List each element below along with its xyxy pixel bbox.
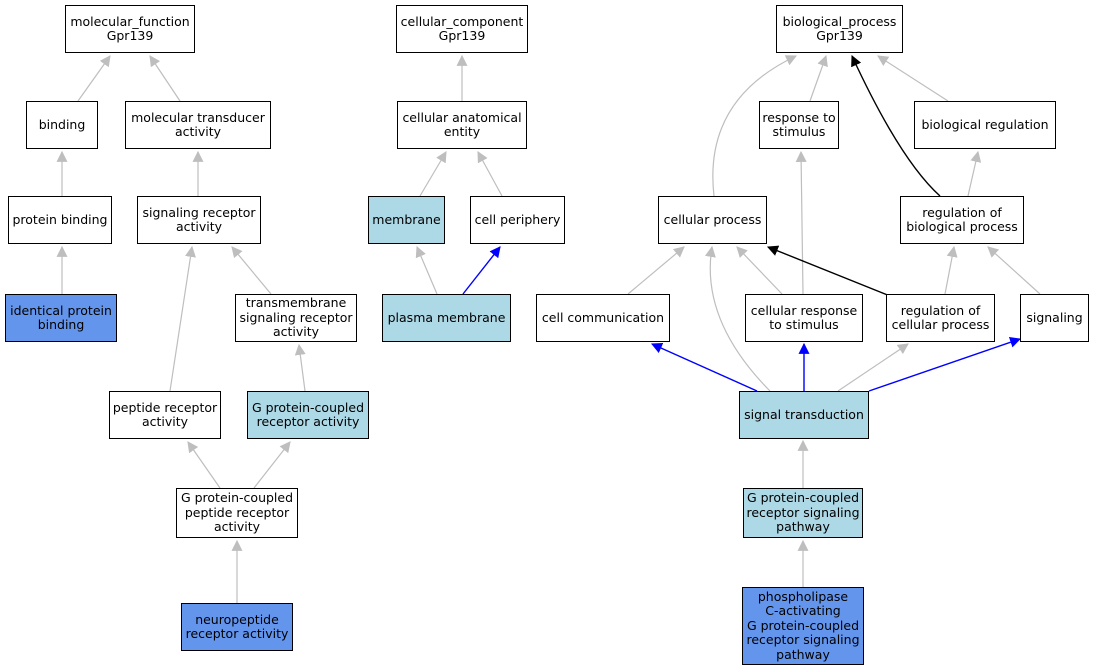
node-label: cellular process [663,211,762,227]
node-label: signaling [1026,309,1083,325]
node-cellular-response-to-stimulus: cellular response to stimulus [745,294,863,342]
edge-cell_periphery-to-cae [477,151,503,197]
node-signaling: signaling [1020,294,1089,342]
node-cellular-process: cellular process [658,196,767,244]
node-label: molecular_function Gpr139 [70,13,190,43]
edge-sig_trans-to-reg_cell_proc [837,343,909,392]
edge-signaling-to-reg_bio_proc [987,246,1041,295]
node-gpcr-signaling-pathway: G protein-coupled receptor signaling pat… [743,488,863,538]
edge-reg_bio_proc-to-bp [851,55,941,197]
node-label: signaling receptor activity [142,204,256,234]
node-identical-protein-binding: identical protein binding [5,294,117,342]
node-gpcr-peptide-receptor-activity: G protein-coupled peptide receptor activ… [176,488,298,538]
node-label: cell periphery [474,211,561,227]
node-regulation-of-biological-process: regulation of biological process [900,196,1024,244]
edge-sig_trans-to-cell_proc [704,245,771,392]
node-peptide-receptor-activity: peptide receptor activity [109,391,221,439]
node-label: signal transduction [744,406,864,422]
node-label: cellular_component Gpr139 [400,13,524,43]
node-membrane: membrane [368,196,445,244]
edge-cell_comm-to-cell_proc [627,246,685,295]
edge-gpcr_activity-to-tm_srec [294,343,306,392]
node-cellular-component: cellular_component Gpr139 [396,5,528,53]
edge-plasma_membrane-to-membrane [415,245,438,295]
node-label: phospholipase C-activating G protein-cou… [746,588,860,662]
edge-mt_activity-to-mf [149,55,181,102]
node-neuropeptide-receptor-activity: neuropeptide receptor activity [181,603,293,651]
node-label: G protein-coupled receptor activity [251,399,365,429]
node-label: regulation of biological process [906,204,1018,234]
node-binding: binding [26,101,98,149]
node-label: peptide receptor activity [112,399,218,429]
node-label: response to stimulus [762,109,836,139]
node-label: cellular anatomical entity [402,109,522,139]
edge-reg_bio_proc-to-bio_reg [967,150,982,197]
node-biological-process: biological_process Gpr139 [776,5,903,53]
node-protein-binding: protein binding [8,196,112,244]
node-label: cellular response to stimulus [750,302,858,332]
node-regulation-of-cellular-process: regulation of cellular process [886,294,995,342]
node-label: cell communication [541,309,665,325]
node-response-to-stimulus: response to stimulus [759,101,839,149]
node-label: G protein-coupled receptor signaling pat… [746,490,860,535]
node-label: protein binding [12,211,108,227]
edge-gpcr_peptide-to-gpcr_activity [253,441,291,489]
node-label: binding [38,116,86,132]
node-gpcr-activity: G protein-coupled receptor activity [247,391,369,439]
node-label: biological regulation [921,116,1049,132]
node-label: biological_process Gpr139 [782,13,897,43]
node-cell-communication: cell communication [536,294,670,342]
edge-cell_resp_stim-to-resp_stim [795,150,807,295]
node-label: neuropeptide receptor activity [185,611,289,641]
node-label: transmembrane signaling receptor activit… [239,295,353,340]
edge-plasma_membrane-to-cell_periphery [462,246,501,295]
node-label: identical protein binding [10,302,112,332]
node-signaling-receptor-activity: signaling receptor activity [137,196,261,244]
edge-reg_cell_proc-to-reg_bio_proc [944,245,958,295]
node-biological-regulation: biological regulation [914,101,1056,149]
node-label: molecular transducer activity [131,109,265,139]
edge-cell_proc-to-bp [712,55,797,197]
edge-tm_srec-to-srec_activity [231,246,272,295]
edge-binding-to-mf [77,55,111,102]
edge-gpcr_peptide-to-peptide_rec [187,441,221,489]
edge-reg_cell_proc-to-cell_proc [766,245,891,297]
node-label: regulation of cellular process [891,302,990,332]
node-signal-transduction: signal transduction [739,391,869,439]
node-molecular-transducer-activity: molecular transducer activity [125,101,271,149]
edge-bio_reg-to-bp [877,55,949,102]
edge-sig_trans-to-cell_comm [650,343,758,392]
edge-resp_stim-to-bp [809,54,828,102]
edge-peptide_rec-to-srec_activity [169,245,196,392]
edge-sig_trans-to-signaling [868,337,1022,392]
node-plasma-membrane: plasma membrane [382,294,511,342]
node-cell-periphery: cell periphery [470,196,565,244]
edge-cell_resp_stim-to-cell_proc [736,246,783,295]
node-transmembrane-signaling-receptor-activity: transmembrane signaling receptor activit… [235,294,357,342]
node-label: membrane [372,211,441,227]
node-molecular-function: molecular_function Gpr139 [65,5,195,53]
node-cellular-anatomical-entity: cellular anatomical entity [397,101,527,149]
node-label: plasma membrane [387,309,506,325]
node-label: G protein-coupled peptide receptor activ… [180,490,294,535]
edge-membrane-to-cae [419,151,447,197]
node-plc-activating-gpcr-signaling-pathway: phospholipase C-activating G protein-cou… [742,587,864,665]
